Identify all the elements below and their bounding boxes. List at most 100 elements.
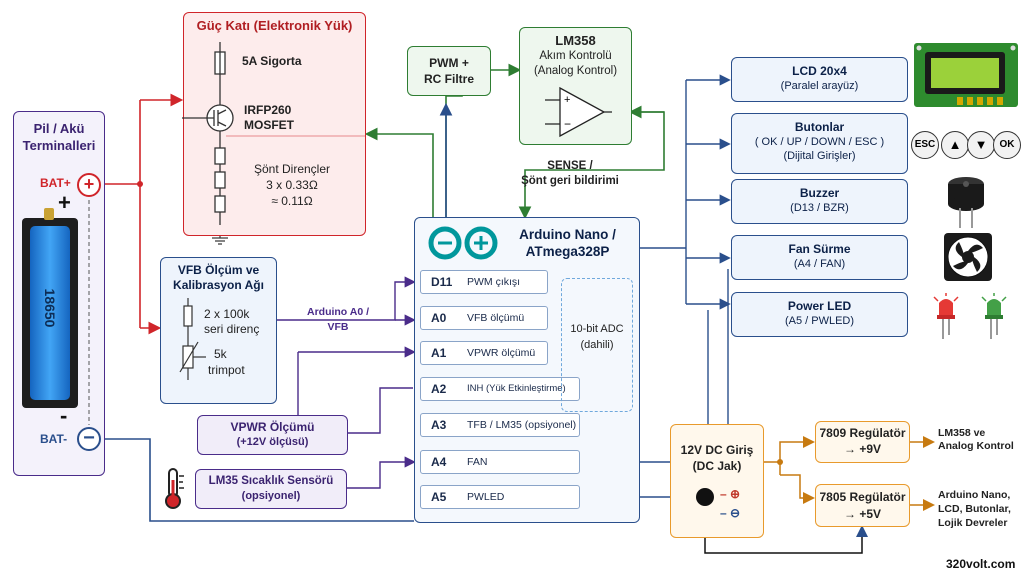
- fan-icon: [943, 232, 993, 282]
- adc-label-1: 10-bit ADC: [570, 323, 624, 335]
- logic-supply-1: Arduino Nano,: [938, 489, 1011, 501]
- dc-input-line2: (DC Jak): [692, 459, 742, 473]
- buzzer-icon: [946, 172, 986, 230]
- power-stage-title: Güç Katı (Elektronik Yük): [196, 18, 353, 33]
- vfb-link-2: VFB: [327, 321, 349, 333]
- buzzer-subtitle: (D13 / BZR): [790, 202, 849, 214]
- lcd-title: LCD 20x4: [792, 64, 847, 78]
- buttons-box: Butonlar ( OK / UP / DOWN / ESC ) (Dijit…: [731, 113, 908, 174]
- watermark: 320volt.com: [946, 557, 1016, 571]
- supply-wires: [764, 436, 935, 511]
- lm358-supply-2: Analog Kontrol: [938, 440, 1014, 452]
- dc-jack-icon[interactable]: [696, 488, 714, 506]
- dc-minus-icon: – ⊖: [720, 506, 741, 520]
- lm35-line2: (opsiyonel): [241, 490, 301, 502]
- vpwr-line2: (+12V ölçüsü): [236, 436, 309, 448]
- sense-label-2: Şönt geri bildirimi: [521, 175, 619, 187]
- battery-cap-icon: [44, 208, 54, 220]
- bat-minus-terminal[interactable]: −: [77, 427, 101, 451]
- vpwr-line1: VPWR Ölçümü: [230, 420, 315, 434]
- lm358-title: LM358: [555, 33, 596, 48]
- vfb-title-2: Kalibrasyon Ağı: [173, 278, 264, 292]
- shunt-label-3: ≈ 0.11Ω: [271, 194, 313, 208]
- green-led-icon: [980, 293, 1008, 341]
- thermometer-icon: [158, 466, 188, 510]
- bat-plus-terminal[interactable]: +: [77, 173, 101, 197]
- pwm-rc-filter-box: [407, 46, 491, 96]
- battery-cell-18650: [30, 226, 70, 400]
- mosfet-label-2: MOSFET: [244, 118, 294, 132]
- vfb-link-1: Arduino A0 /: [306, 306, 370, 318]
- cell-plus-sign: +: [58, 190, 71, 215]
- power-led-subtitle: (A5 / PWLED): [784, 315, 855, 327]
- fan-box: Fan Sürme (A4 / FAN): [731, 235, 908, 280]
- fan-title: Fan Sürme: [788, 242, 851, 256]
- logic-supply-2: LCD, Butonlar,: [938, 503, 1011, 515]
- reg-7809-line2: → +9V: [843, 442, 882, 456]
- buttons-subtitle-2: (Dijital Girişler): [783, 150, 856, 162]
- pwm-filter-line2: RC Filtre: [423, 72, 474, 86]
- sense-label-1: SENSE /: [547, 160, 593, 172]
- adc-block: [561, 278, 633, 412]
- arduino-title-2: ATmega328P: [525, 244, 610, 259]
- lcd-subtitle: (Paralel arayüz): [780, 80, 859, 92]
- lm358-subtitle-2: (Analog Kontrol): [533, 65, 618, 77]
- vfb-res-1: 2 x 100k: [204, 307, 250, 321]
- lcd-box: LCD 20x4 (Paralel arayüz): [731, 57, 908, 102]
- esc-button-icon[interactable]: ESC: [911, 131, 939, 159]
- up-button-icon[interactable]: ▲: [941, 131, 969, 159]
- vfb-panel: [160, 257, 277, 404]
- pwm-filter-line1: PWM +: [429, 56, 469, 70]
- dc-input-panel: [670, 424, 764, 538]
- logic-supply-3: Lojik Devreler: [938, 517, 1008, 529]
- dc-input-line1: 12V DC Giriş: [680, 443, 754, 457]
- red-led-icon: [932, 293, 960, 341]
- buttons-title: Butonlar: [794, 120, 845, 134]
- dc-plus-icon: – ⊕: [720, 487, 741, 501]
- lm35-line1: LM35 Sıcaklık Sensörü: [208, 475, 334, 487]
- ok-button-icon[interactable]: OK: [993, 131, 1021, 159]
- buzzer-box: Buzzer (D13 / BZR): [731, 179, 908, 224]
- shunt-label-2: 3 x 0.33Ω: [266, 178, 318, 192]
- vfb-pot-1: 5k: [214, 347, 227, 361]
- vfb-title-1: VFB Ölçüm ve: [177, 263, 260, 277]
- buttons-subtitle: ( OK / UP / DOWN / ESC ): [754, 136, 885, 148]
- battery-title: Pil / Akü Terminalleri: [22, 121, 96, 153]
- fuse-label: 5A Sigorta: [242, 54, 302, 68]
- buzzer-title: Buzzer: [799, 186, 840, 200]
- adc-label-2: (dahili): [580, 339, 614, 351]
- analog-input-wires: [277, 276, 416, 489]
- bat-minus-wire: [102, 438, 414, 522]
- regulator-7805-box: [815, 484, 910, 527]
- down-button-icon[interactable]: ▼: [967, 131, 995, 159]
- cell-label: 18650: [42, 288, 58, 328]
- bat-plus-label: BAT+: [40, 176, 71, 190]
- bat-plus-wire: [102, 93, 184, 335]
- cell-minus-sign: -: [60, 403, 68, 428]
- lm358-supply-1: LM358 ve: [938, 427, 986, 439]
- fan-subtitle: (A4 / FAN): [793, 258, 846, 270]
- lm358-subtitle: Akım Kontrolü: [539, 50, 612, 62]
- shunt-label-1: Şönt Dirençler: [253, 162, 331, 176]
- reg-7809-line1: 7809 Regülatör: [819, 426, 906, 440]
- junction-dot: [137, 181, 143, 187]
- bat-minus-label: BAT-: [40, 432, 68, 446]
- mosfet-label-1: IRFP260: [244, 103, 292, 117]
- vpwr-box: [197, 415, 348, 455]
- arduino-title-1: Arduino Nano /: [519, 227, 616, 242]
- arduino-logo-icon: [425, 225, 501, 261]
- regulator-7809-box: [815, 421, 910, 463]
- power-led-box: Power LED (A5 / PWLED): [731, 292, 908, 337]
- reg-7805-line2: → +5V: [843, 507, 882, 521]
- lm35-box: [195, 469, 347, 509]
- vfb-pot-2: trimpot: [208, 363, 245, 377]
- power-led-title: Power LED: [787, 299, 852, 313]
- vfb-res-2: seri direnç: [204, 322, 260, 336]
